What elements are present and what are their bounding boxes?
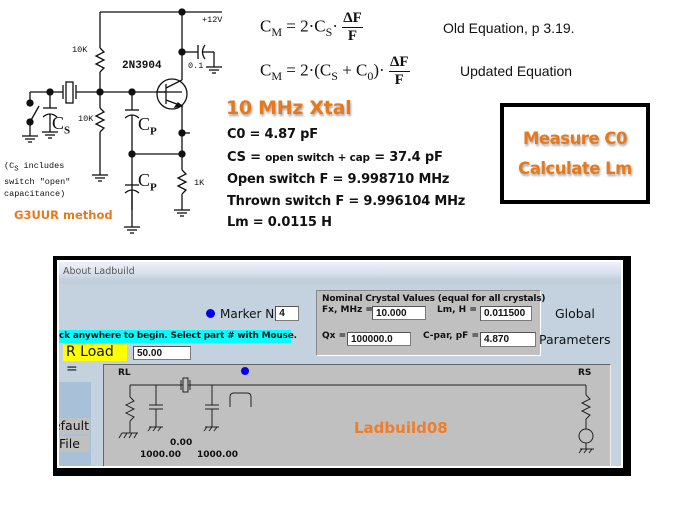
method-label: G3UUR method	[14, 208, 113, 222]
ladbuild-watermark: Ladbuild08	[354, 419, 448, 437]
window-title[interactable]: About Ladbuild	[63, 266, 135, 277]
cs-label: CS	[52, 113, 71, 137]
measure-callout: Measure C0 Calculate Lm	[500, 103, 650, 204]
nominal-crystal-values: Nominal Crystal Values (equal for all cr…	[316, 290, 546, 356]
fx-label: Fx, MHz =	[322, 305, 373, 315]
qx-input[interactable]: 100000.0	[347, 332, 411, 346]
rs-label: RS	[578, 368, 592, 378]
cpar-label: C-par, pF =	[423, 331, 479, 341]
status-message: ck anywhere to begin. Select part # with…	[59, 330, 297, 343]
rload-input[interactable]: 50.00	[133, 346, 191, 360]
marker-dot-icon	[206, 309, 215, 318]
marker-input[interactable]: 4	[275, 306, 300, 321]
parameters-label: Parameters	[539, 332, 611, 347]
resistor-top-label: 10K	[72, 45, 88, 55]
cp-upper-label: CP	[138, 114, 157, 138]
xtal-thrown-switch: Thrown switch F = 9.996104 MHz	[227, 194, 466, 209]
emitter-resistor-label: 1K	[194, 178, 205, 188]
ladbuild-form: Marker N 4 ck anywhere to begin. Select …	[59, 284, 621, 466]
xtal-title: 10 MHz Xtal	[226, 97, 352, 119]
crystal-value: 0.00	[170, 438, 193, 448]
c1-value: 1000.00	[140, 450, 181, 460]
rload-label: R Load =	[63, 344, 127, 377]
left-button-panel: efault File	[59, 382, 91, 466]
circuit-canvas[interactable]: RL RS 0.00 1000.00 1000.00 Ladbuild08	[103, 364, 611, 466]
cp-lower-label: CP	[138, 170, 157, 194]
xtal-lm: Lm = 0.0115 H	[227, 215, 332, 230]
rl-label: RL	[118, 368, 131, 378]
cs-note: (CS includes switch "open" capacitance)	[4, 161, 71, 199]
ladder-circuit-drawing	[118, 367, 594, 454]
lm-input[interactable]: 0.011500	[480, 306, 532, 321]
callout-line1: Measure C0	[523, 128, 627, 148]
old-equation-label: Old Equation, p 3.19.	[443, 20, 575, 36]
window-titlebar: About Ladbuild	[59, 262, 621, 284]
default-button[interactable]: efault	[59, 418, 89, 434]
global-label: Global	[555, 306, 595, 321]
transistor-label: 2N3904	[122, 60, 162, 72]
callout-line2: Calculate Lm	[518, 158, 632, 178]
marker-label: Marker N	[220, 306, 275, 321]
g3uur-schematic	[22, 8, 222, 234]
supply-voltage-label: +12V	[202, 15, 223, 25]
xtal-cs: CS = open switch + cap = 37.4 pF	[227, 150, 443, 165]
xtal-c0: C0 = 4.87 pF	[227, 127, 318, 142]
c2-value: 1000.00	[197, 450, 238, 460]
ladbuild-window: About Ladbuild Marker N 4 ck anywhere to…	[57, 260, 623, 468]
fx-input[interactable]: 10.000	[372, 306, 426, 320]
ladbuild-screenshot: About Ladbuild Marker N 4 ck anywhere to…	[53, 256, 631, 476]
file-button[interactable]: File	[59, 436, 89, 452]
resistor-bottom-label: 10K	[78, 114, 94, 124]
marker-control: Marker N 4	[206, 306, 300, 321]
qx-label: Qx =	[322, 331, 347, 341]
updated-equation-label: Updated Equation	[460, 63, 573, 79]
lm-label: Lm, H =	[437, 305, 477, 315]
nominal-header: Nominal Crystal Values (equal for all cr…	[322, 294, 546, 304]
bypass-cap-label: 0.1	[188, 61, 204, 71]
cpar-input[interactable]: 4.870	[480, 332, 536, 347]
xtal-open-switch: Open switch F = 9.998710 MHz	[227, 172, 450, 187]
